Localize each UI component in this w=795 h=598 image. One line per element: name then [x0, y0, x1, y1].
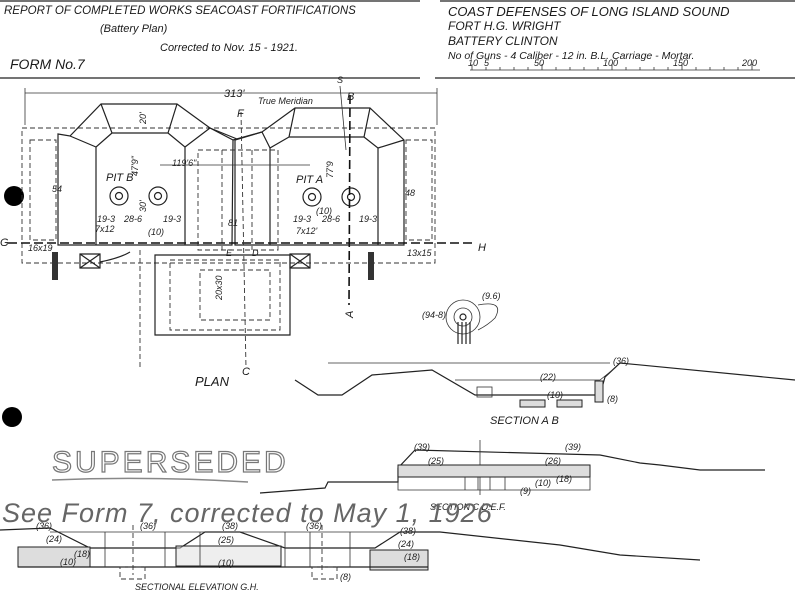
- room-label: 16x19: [28, 243, 53, 253]
- elevation-label: (10): [218, 558, 234, 568]
- plan-label: PLAN: [195, 374, 230, 389]
- room-label: 7x12: [95, 224, 115, 234]
- section-letter: A: [344, 311, 356, 319]
- dimension: 119'6": [172, 158, 197, 168]
- see-form-annotation: See Form 7, corrected to May 1, 1926: [2, 498, 493, 528]
- coast-defenses: COAST DEFENSES OF LONG ISLAND SOUND: [448, 4, 729, 19]
- gun-detail: (94-8) (9.6): [422, 291, 501, 344]
- detail-label: (94-8): [422, 310, 446, 320]
- dimension: 81: [228, 218, 238, 228]
- true-meridian: True Meridian: [258, 96, 313, 106]
- sectional-elevation-label: SECTIONAL ELEVATION G.H.: [135, 582, 259, 592]
- elevation-label: (36): [140, 521, 156, 531]
- elevation-label: (38): [400, 526, 416, 536]
- dimension: (10): [316, 206, 332, 216]
- section-cdef: (39) (39) (25) (26) (18) (10) (9) SECTIO…: [259, 440, 765, 512]
- elevation-label: (18): [74, 549, 90, 559]
- elevation-label: (8): [340, 572, 351, 582]
- fort-name: FORT H.G. WRIGHT: [448, 19, 562, 33]
- guns-info: No of Guns - 4 Caliber - 12 in. B.L. Car…: [448, 50, 694, 62]
- dimension: 19-3: [163, 214, 181, 224]
- elevation-label: (38): [222, 521, 238, 531]
- scale-label: 200: [741, 58, 757, 68]
- section-cdef-label: SECTION C.D.E.F.: [430, 502, 506, 512]
- dimension: 19-3: [293, 214, 311, 224]
- section-letter: F: [237, 108, 245, 120]
- dimension: 28-6: [321, 214, 340, 224]
- section-letter: H: [478, 242, 486, 254]
- detail-label: (9.6): [482, 291, 501, 301]
- elevation-label: (26): [545, 456, 561, 466]
- room-label: 13x15: [407, 248, 433, 258]
- scale-label: 5: [484, 58, 490, 68]
- dimension: 47'9": [130, 155, 140, 176]
- scale-bar: 10 5 50 100 150 200: [468, 58, 760, 71]
- dimension: 48: [405, 188, 415, 198]
- dimension: 20': [138, 112, 148, 125]
- elevation-label: (8): [607, 394, 618, 404]
- section-ab: (36) (22) (10) (8) SECTION A B: [294, 356, 795, 427]
- elevation-label: (36): [306, 521, 322, 531]
- elevation-label: (18): [556, 474, 572, 484]
- scale-label: 50: [534, 58, 544, 68]
- superseded-annotation: SUPERSEDED: [52, 446, 289, 479]
- punch-hole: [4, 186, 24, 206]
- elevation-label: (39): [565, 442, 581, 452]
- section-letter: E: [226, 248, 233, 258]
- form-number: FORM No.7: [10, 56, 86, 72]
- section-letter: G: [0, 237, 9, 249]
- section-ab-label: SECTION A B: [490, 415, 559, 427]
- corrected-date: Corrected to Nov. 15 - 1921.: [160, 42, 298, 54]
- elevation-label: (24): [46, 534, 62, 544]
- report-title: REPORT OF COMPLETED WORKS SEACOAST FORTI…: [4, 5, 356, 17]
- elevation-label: (10): [60, 557, 76, 567]
- elevation-label: (36): [36, 521, 52, 531]
- subtitle: (Battery Plan): [100, 23, 168, 35]
- pit-b-label: PIT B: [106, 172, 134, 184]
- dimension: (10): [148, 227, 164, 237]
- elevation-label: (9): [520, 486, 531, 496]
- elevation-label: (22): [540, 372, 556, 382]
- elevation-label: (10): [547, 390, 563, 400]
- scale-label: 150: [673, 58, 688, 68]
- mortar-pit-a: [302, 187, 361, 207]
- battery-name: BATTERY CLINTON: [448, 34, 558, 48]
- dimension: 54: [52, 184, 62, 194]
- section-letter: B: [347, 91, 354, 103]
- dimension: 30': [138, 200, 148, 212]
- pit-a-label: PIT A: [296, 174, 323, 186]
- dimension: 28-6: [123, 214, 142, 224]
- elevation-label: (18): [404, 552, 420, 562]
- dimension: 19-3: [97, 214, 115, 224]
- scale-label: 10: [468, 58, 478, 68]
- punch-hole: [2, 407, 22, 427]
- section-letter: C: [242, 366, 250, 378]
- elevation-label: (25): [218, 535, 234, 545]
- elevation-label: (25): [428, 456, 444, 466]
- elevation-label: (39): [414, 442, 430, 452]
- elevation-label: (24): [398, 539, 414, 549]
- dimension: 19-3: [359, 214, 377, 224]
- section-letter: D: [252, 248, 259, 258]
- mortar-pit-b: [109, 186, 168, 206]
- sectional-elevation-gh: (36) (36) (38) (36) (38) (24) (25) (24) …: [0, 521, 701, 592]
- room-label: 20x30: [214, 275, 224, 301]
- elevation-label: (36): [613, 356, 629, 366]
- elevation-label: (10): [535, 478, 551, 488]
- scale-label: 100: [603, 58, 618, 68]
- room-label: 7x12': [296, 226, 318, 236]
- plan-view: 313' True Meridian PIT B PIT A 47'9" 77'…: [0, 75, 486, 389]
- north-arrow-label: S: [337, 75, 343, 85]
- overall-dimension: 313': [224, 88, 245, 100]
- dimension: 77'9: [325, 161, 335, 178]
